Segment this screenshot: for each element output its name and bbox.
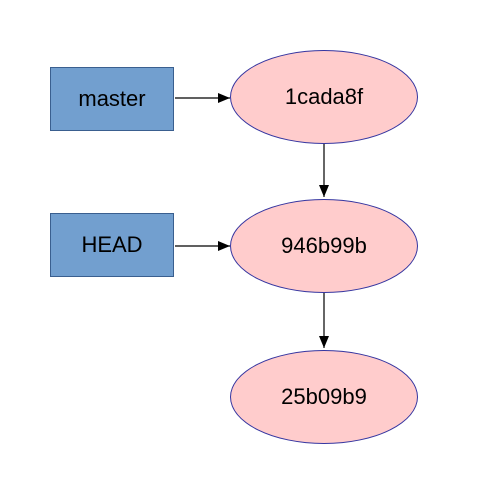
ref-head-box: HEAD bbox=[50, 213, 174, 277]
ref-master-label: master bbox=[78, 86, 146, 111]
ref-head-label: HEAD bbox=[81, 232, 143, 257]
commit-node-25b09b9: 25b09b9 bbox=[230, 350, 418, 444]
commit-label: 25b09b9 bbox=[281, 384, 367, 409]
commit-label: 946b99b bbox=[281, 233, 367, 258]
commit-node-946b99b: 946b99b bbox=[230, 199, 418, 293]
commit-label: 1cada8f bbox=[284, 84, 364, 109]
ref-master-box: master bbox=[50, 67, 174, 131]
commit-node-1cada8f: 1cada8f bbox=[230, 50, 418, 144]
